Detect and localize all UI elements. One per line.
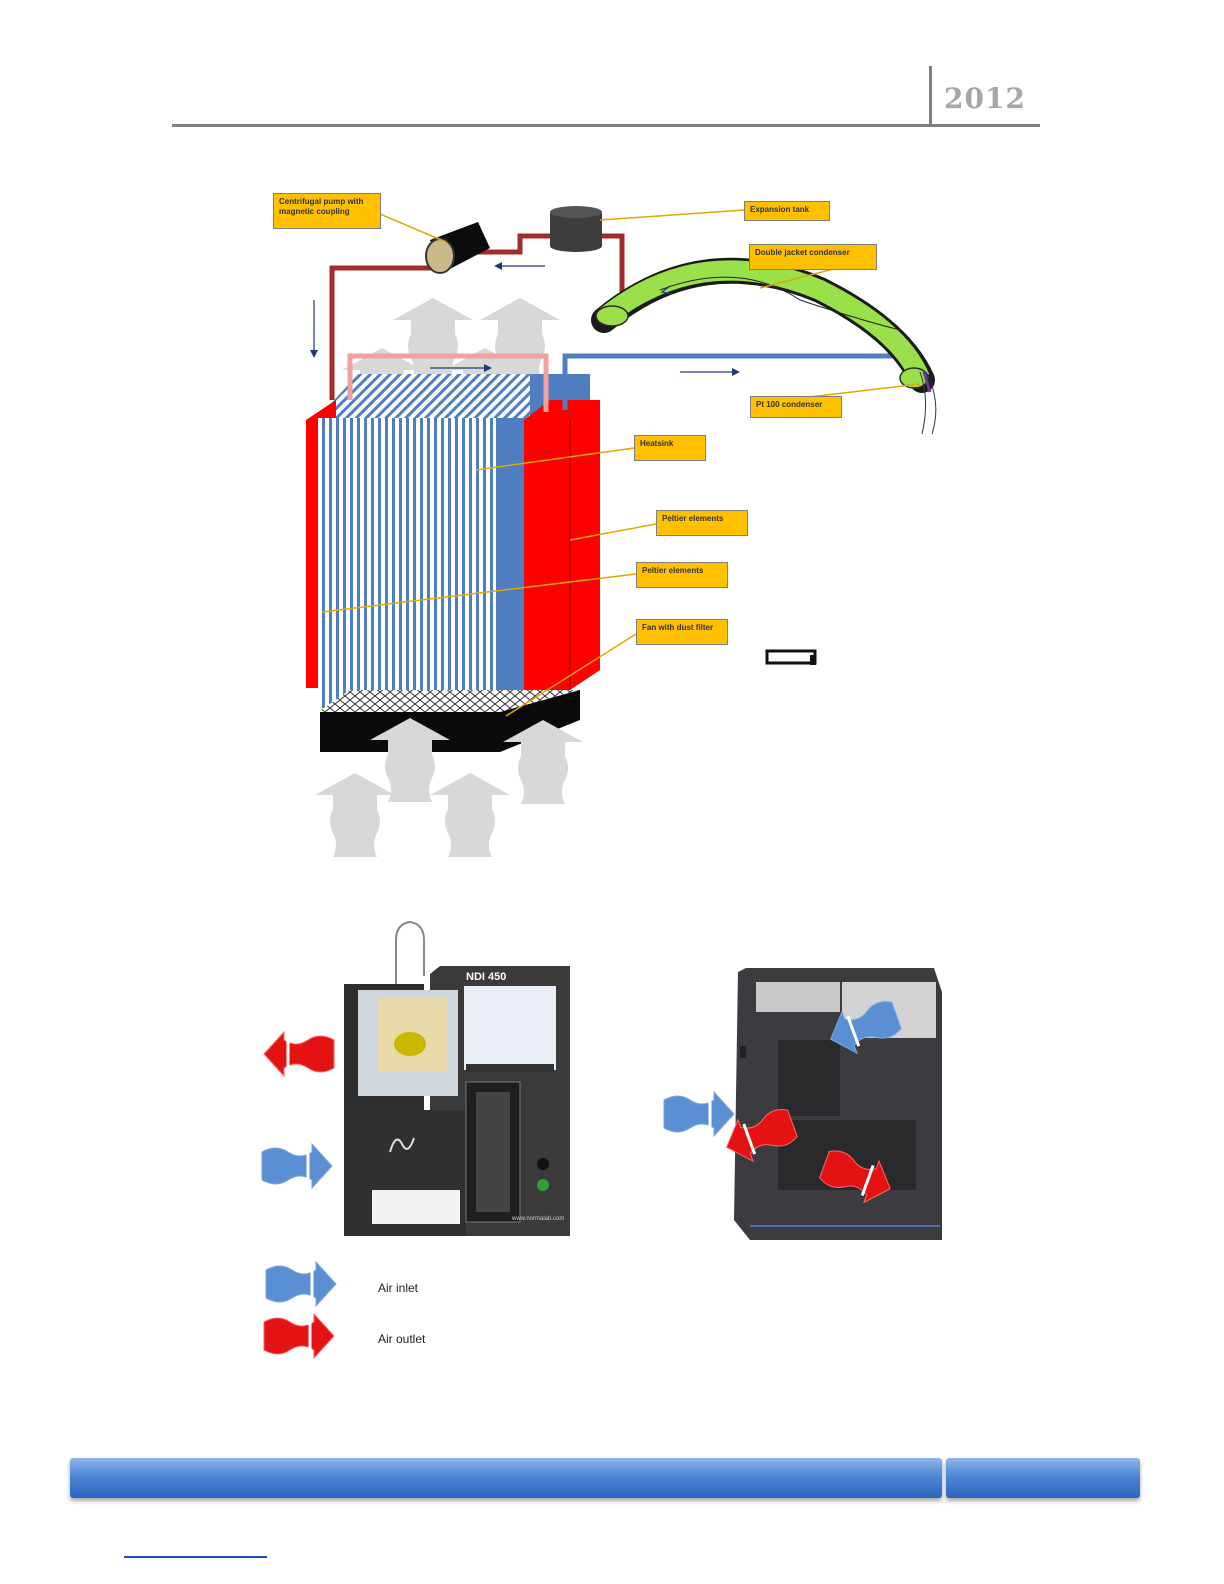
- callout-fan: Fan with dust filter: [636, 619, 728, 645]
- legend-inlet-arrow: [266, 1262, 336, 1306]
- callout-expansion-tank: Expansion tank: [744, 201, 830, 221]
- footer-bar-main: [70, 1458, 942, 1498]
- air-outlet-arrow-front: [264, 1032, 334, 1076]
- footer-link-underline: [124, 1556, 267, 1558]
- peltier-right: [524, 400, 600, 700]
- flow-arrow-right-2: [680, 368, 740, 376]
- front-screen-title: NDI 450: [466, 971, 506, 983]
- air-inlet-arrow-front: [262, 1144, 332, 1188]
- air-inlet-arrow-rear-1: [664, 1092, 734, 1136]
- pump: [426, 222, 490, 273]
- air-arrow-bottom-4: [430, 773, 510, 857]
- callout-heatsink: Heatsink: [634, 435, 706, 461]
- front-url: www.normalab.com: [511, 1216, 564, 1222]
- callout-peltier-left: Peltier elements: [636, 562, 728, 588]
- instrument-front: NDI 450 www.normalab.com: [344, 922, 570, 1236]
- air-arrow-bottom-3: [315, 773, 395, 857]
- instrument-rear: [734, 968, 942, 1240]
- flow-arrow-down: [310, 300, 318, 358]
- flow-arrow-left: [494, 262, 545, 270]
- expansion-tank: [550, 206, 602, 252]
- callout-condenser: Double jacket condenser: [749, 244, 877, 270]
- callout-pt100: Pt 100 condenser: [750, 396, 842, 418]
- callout-peltier-right: Peltier elements: [656, 510, 748, 536]
- cooling-diagram: [0, 0, 1224, 880]
- legend-outlet-arrow: [264, 1314, 334, 1358]
- pipe-cold: [565, 356, 918, 410]
- heatsink-front: [318, 418, 496, 708]
- legend-air-inlet: Air inlet: [378, 1281, 418, 1295]
- small-bar-icon: [767, 651, 815, 663]
- legend-air-outlet: Air outlet: [378, 1332, 425, 1346]
- instrument-photos: NDI 450 www.normalab.com: [0, 880, 1224, 1380]
- callout-pump: Centrifugal pump with magnetic coupling: [273, 193, 381, 229]
- footer-bar-page: [946, 1458, 1140, 1498]
